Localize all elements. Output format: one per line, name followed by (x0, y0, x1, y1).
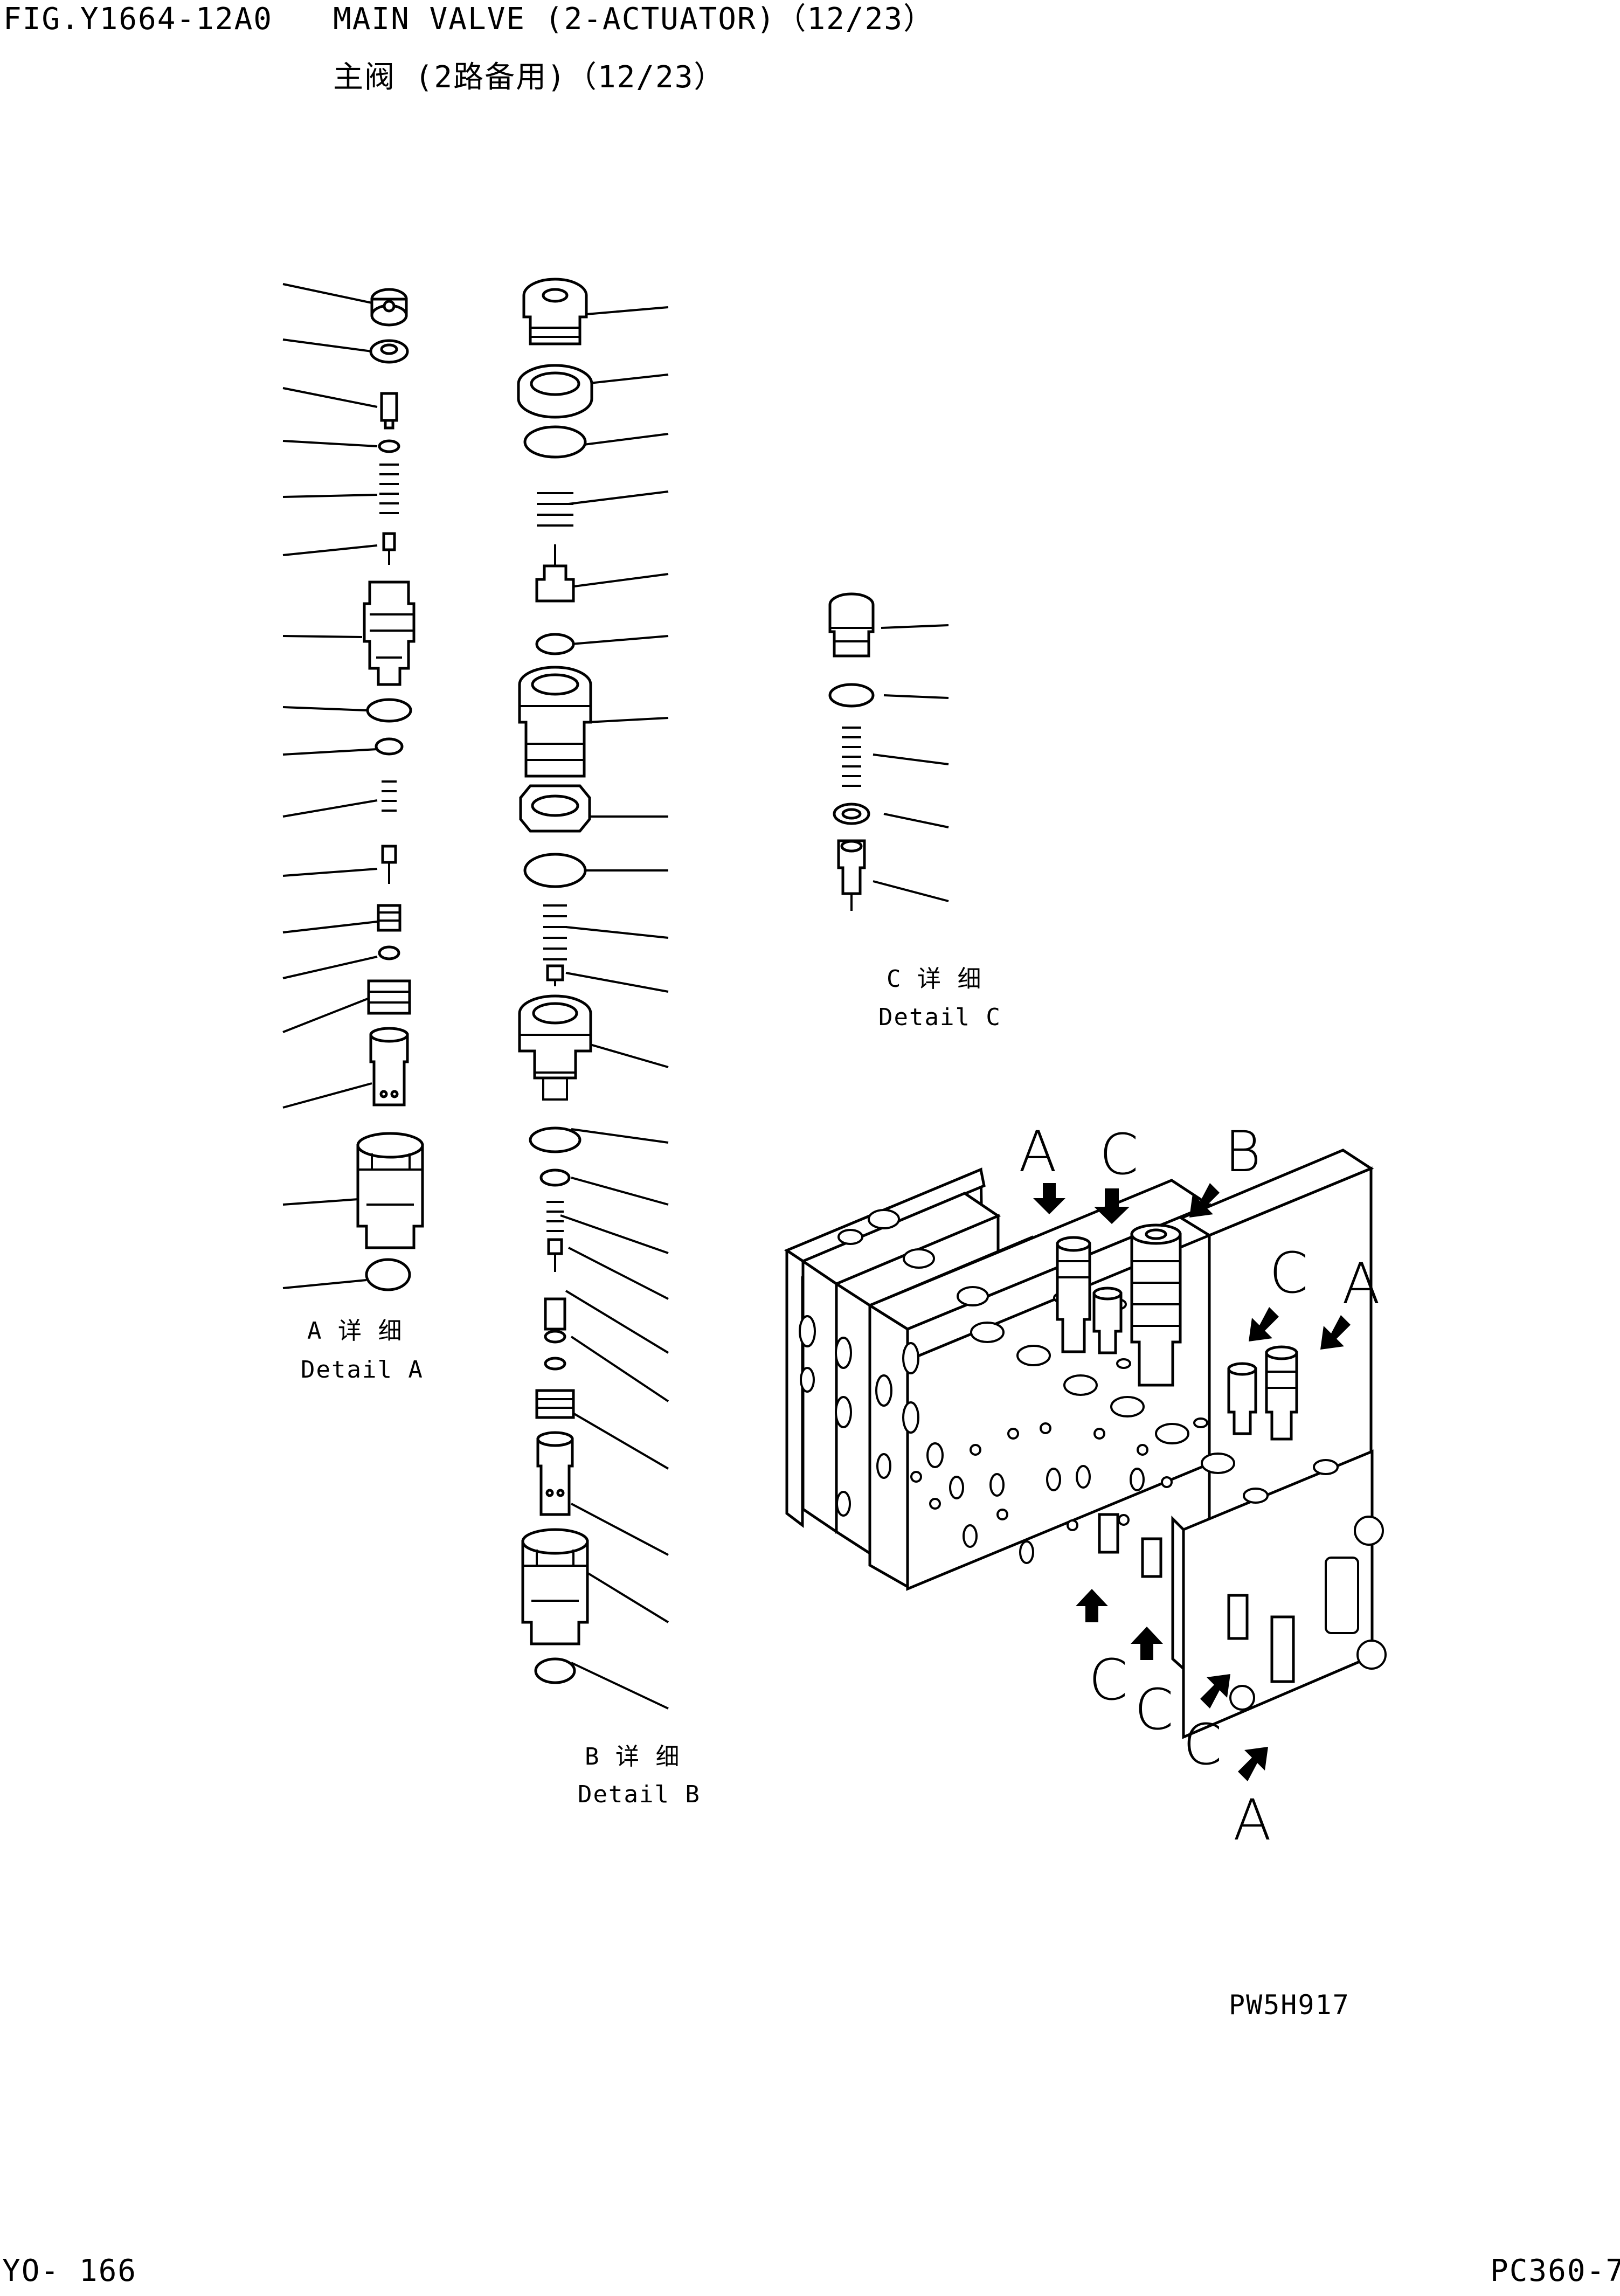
callout-arrow-icon (1076, 1589, 1108, 1622)
callout-label-c-bottom-1: C (1089, 1647, 1128, 1713)
detail-b-parts (517, 278, 593, 1684)
callout-arrow-icon (1189, 1183, 1220, 1218)
drawing-code: PW5H917 (1229, 1989, 1350, 2021)
detail-c-leader-lines (873, 624, 949, 902)
installed-relief-valves (1056, 1223, 1298, 1683)
detail-c-caption-cn: C 详 细 (887, 965, 982, 993)
callout-arrow-icon (1131, 1627, 1163, 1660)
callout-label-a-right: A (1342, 1251, 1381, 1317)
callout-label-c-right: C (1269, 1240, 1309, 1306)
detail-b-caption-en: Detail B (578, 1781, 701, 1808)
callout-label-a-top-left: A (1019, 1119, 1057, 1185)
callout-label-a-bottom: A (1233, 1787, 1272, 1853)
callout-label-c-bottom-2: C (1134, 1677, 1174, 1742)
figure-number: FIG.Y1664-12A0 (3, 2, 273, 37)
detail-a-caption-en: Detail A (301, 1356, 424, 1384)
detail-a-leader-lines (282, 283, 378, 1289)
detail-b-caption-cn: B 详 细 (585, 1743, 681, 1771)
valve-ports (799, 1209, 1387, 1711)
detail-a-caption-cn: A 详 细 (307, 1317, 403, 1345)
callout-arrows (1033, 1183, 1351, 1781)
callout-arrow-icon (1320, 1315, 1351, 1350)
callout-arrow-icon (1238, 1747, 1268, 1781)
detail-c-caption-en: Detail C (878, 1004, 1001, 1031)
callout-label-c-bottom-3: C (1183, 1712, 1222, 1778)
page-title: MAIN VALVE (2-ACTUATOR)（12/23） (333, 2, 935, 37)
detail-b-leader-lines (560, 306, 669, 1710)
callout-arrow-icon (1249, 1307, 1279, 1341)
callout-label-c-top: C (1099, 1122, 1139, 1187)
page-title-chinese: 主阀 (2路备用)（12/23） (333, 60, 725, 95)
callout-arrow-icon (1033, 1183, 1065, 1214)
detail-a-parts (356, 288, 424, 1291)
detail-c-parts (828, 592, 875, 911)
callout-arrow-icon (1094, 1188, 1130, 1224)
callout-arrow-icon (1200, 1674, 1230, 1709)
model-number: PC360-7 (1490, 2253, 1620, 2288)
page-number: YO- 166 (2, 2253, 137, 2288)
valve-assembly-view (784, 1149, 1387, 1781)
callout-label-b-top: B (1224, 1119, 1262, 1185)
